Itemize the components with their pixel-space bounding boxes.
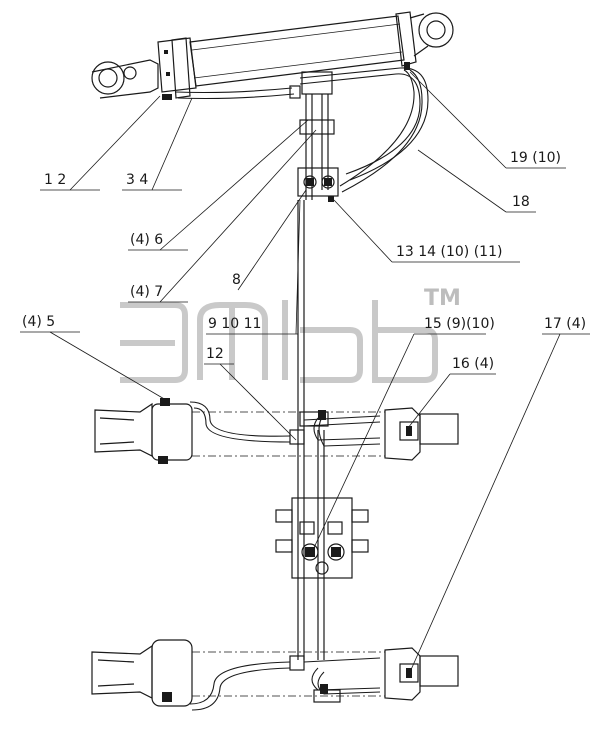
leader-lines bbox=[20, 71, 590, 673]
callout-15: 15 (9)(10) bbox=[424, 316, 495, 332]
control-valve bbox=[275, 497, 369, 579]
callout-16: 16 (4) bbox=[452, 356, 494, 372]
callout-9-10-11: 9 10 11 bbox=[208, 316, 261, 332]
callout-labels: 1 2 3 4 19 (10) 18 (4) 6 13 14 (10) (11)… bbox=[22, 150, 586, 372]
callout-4-6: (4) 6 bbox=[130, 232, 163, 248]
callout-18: 18 bbox=[512, 194, 530, 210]
callout-12: 12 bbox=[206, 346, 224, 362]
top-hoses bbox=[175, 67, 429, 193]
bottom-cylinder bbox=[91, 639, 459, 711]
callout-19-10: 19 (10) bbox=[510, 150, 561, 166]
callout-1-2: 1 2 bbox=[44, 172, 66, 188]
top-tube-block bbox=[297, 71, 339, 202]
top-cylinder bbox=[91, 11, 454, 100]
callout-4-5: (4) 5 bbox=[22, 314, 55, 330]
middle-cylinder bbox=[94, 398, 459, 464]
watermark-tm: TM bbox=[424, 286, 461, 311]
callout-3-4: 3 4 bbox=[126, 172, 148, 188]
callout-17: 17 (4) bbox=[544, 316, 586, 332]
watermark-logo: TM bbox=[120, 286, 461, 383]
callout-4-7: (4) 7 bbox=[130, 284, 163, 300]
callout-13-14: 13 14 (10) (11) bbox=[396, 244, 502, 260]
callout-8: 8 bbox=[232, 272, 241, 288]
